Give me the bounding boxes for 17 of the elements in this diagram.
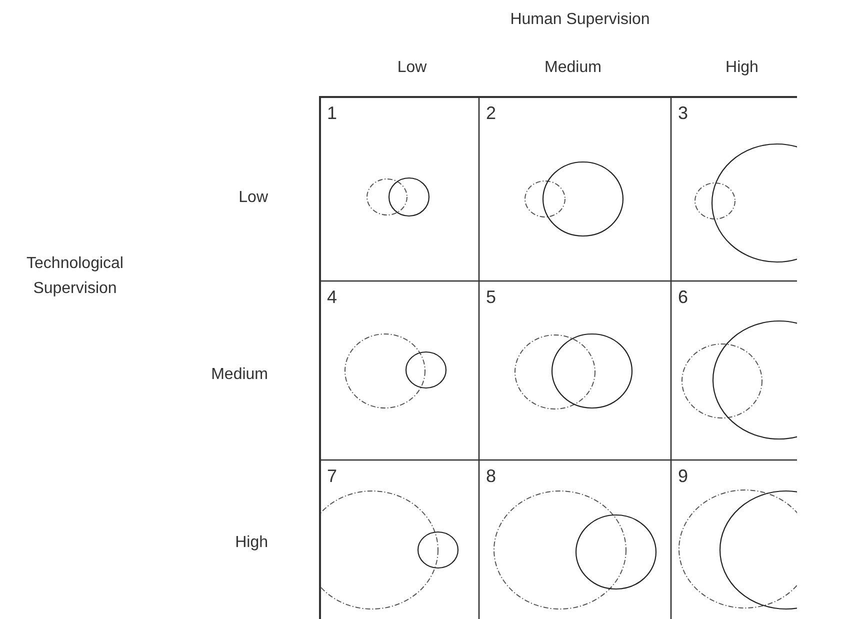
cell-number: 8 — [486, 467, 496, 485]
cell-number: 9 — [678, 467, 688, 485]
axis-level-label: Low — [397, 58, 427, 78]
cell-number: 3 — [678, 104, 688, 122]
cell-number: 5 — [486, 288, 496, 306]
axis-title: Human Supervision — [510, 10, 650, 30]
axis-level-label: Low — [238, 188, 268, 208]
axis-level-label: High — [726, 58, 758, 78]
axis-title: Technological Supervision — [26, 254, 124, 299]
axis-level-label: Medium — [544, 58, 602, 78]
cell-number: 2 — [486, 104, 496, 122]
cell-number: 7 — [327, 467, 338, 485]
cell-number: 6 — [678, 288, 688, 306]
cell-number: 1 — [327, 104, 338, 122]
axis-level-label: High — [235, 533, 268, 553]
axis-level-label: Medium — [211, 365, 268, 385]
cell-number: 4 — [327, 288, 338, 306]
